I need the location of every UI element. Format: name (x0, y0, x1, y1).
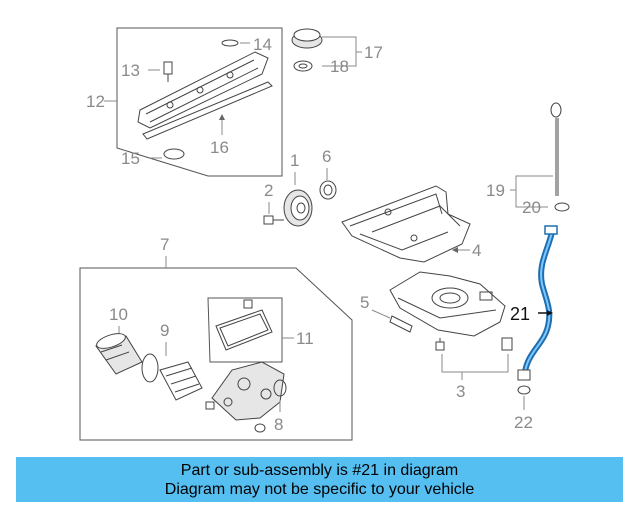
parts-diagram: 12 16 13 14 15 17 18 1 (79, 27, 570, 441)
pump-cover-gasket (215, 299, 273, 351)
housing-seal (273, 379, 287, 397)
front-seal (319, 180, 337, 200)
oil-pan-lower (389, 271, 506, 337)
drain-plug (435, 338, 445, 351)
oil-filter (95, 333, 143, 375)
callout-2: 2 (264, 181, 273, 200)
callout-6: 6 (322, 147, 331, 166)
oil-pump-housing (205, 361, 285, 433)
banner-line-2: Diagram may not be specific to your vehi… (164, 480, 475, 498)
callout-3: 3 (456, 382, 465, 401)
callout-9: 9 (160, 321, 169, 340)
callout-10: 10 (109, 305, 128, 324)
filter-o-ring (141, 353, 159, 383)
callout-20: 20 (522, 198, 541, 217)
callout-17: 17 (364, 43, 383, 62)
callout-21: 21 (510, 304, 530, 324)
callout-15: 15 (121, 149, 140, 168)
banner-line-1: Part or sub-assembly is #21 in diagram (180, 461, 459, 479)
oil-strainer-tube (389, 315, 413, 333)
callout-14: 14 (253, 35, 272, 54)
group-box-oil-filter (79, 267, 353, 441)
callout-22: 22 (514, 413, 533, 432)
callout-11: 11 (296, 329, 314, 348)
valve-cover (137, 51, 269, 129)
drain-plug-washer (501, 337, 513, 351)
callout-18: 18 (330, 57, 349, 76)
callout-5: 5 (360, 293, 369, 312)
callout-12: 12 (86, 92, 105, 111)
callout-1: 1 (290, 151, 299, 170)
valve-cover-gasket (142, 81, 273, 140)
filter-element (159, 361, 203, 401)
info-banner: Part or sub-assembly is #21 in diagram D… (16, 457, 623, 502)
group-box-pump-cover (207, 297, 283, 363)
oil-pan-upper (341, 185, 471, 263)
seal-14 (221, 39, 239, 47)
valve-cover-bolt (163, 61, 173, 82)
crankshaft-pulley (283, 189, 313, 227)
grommet-15 (163, 148, 185, 160)
group-box-valve-cover (116, 27, 283, 177)
callout-4: 4 (472, 241, 481, 260)
dipstick-tube-highlighted (517, 225, 558, 381)
dipstick (550, 102, 562, 196)
callout-8: 8 (274, 415, 283, 434)
callout-19: 19 (486, 181, 505, 200)
tube-o-ring (517, 385, 531, 395)
callout-16: 16 (210, 138, 229, 157)
cap-seal (293, 60, 313, 72)
callout-7: 7 (160, 235, 169, 254)
callout-13: 13 (121, 61, 140, 80)
oil-filler-cap (291, 28, 323, 49)
dipstick-o-ring (554, 202, 570, 212)
pulley-bolt (263, 215, 284, 225)
